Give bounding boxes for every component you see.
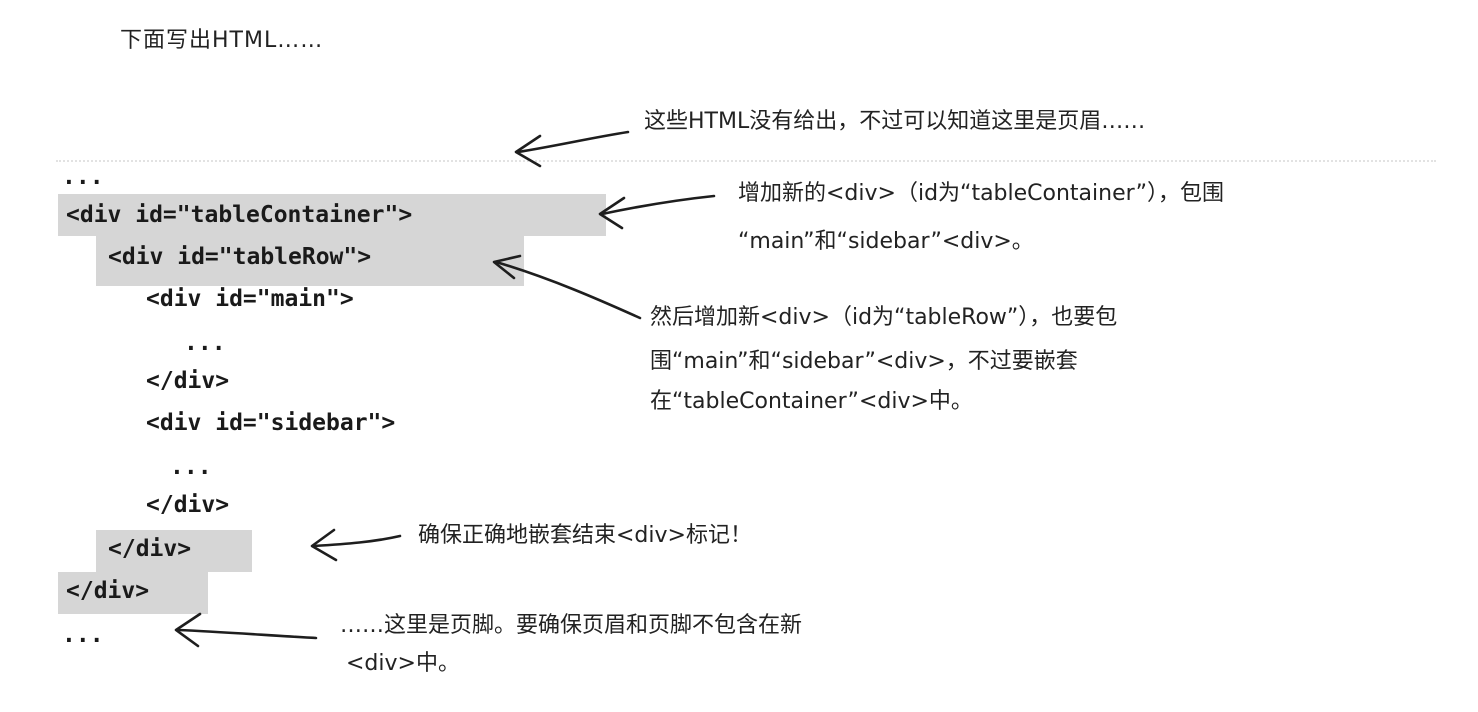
arrow-footer [174,612,318,648]
note-footer-line-1: ……这里是页脚。要确保页眉和页脚不包含在新 [340,613,803,638]
code-line-sidebar-open: <div id="sidebar"> [146,410,396,436]
arrow-table-row [492,254,642,320]
code-line-main-close: </div> [146,368,230,394]
note-footer-line-2: <div>中。 [346,651,460,676]
highlight-table-row-open [96,236,524,286]
note-table-container-line-1: 增加新的<div>（id为“tableContainer”），包围 [738,181,1224,206]
arrow-table-container [598,194,716,230]
note-table-row-line-2: 围“main”和“sidebar”<div>，不过要嵌套 [650,349,1078,374]
highlight-table-container-open [58,194,606,236]
code-line-ellipsis-bottom: ... [62,622,104,648]
note-header: 这些HTML没有给出，不过可以知道这里是页眉…… [644,109,1146,134]
code-line-table-row-open: <div id="tableRow"> [108,244,372,270]
code-line-sidebar-ellipsis: ... [170,454,212,480]
code-line-main-open: <div id="main"> [146,286,354,312]
code-line-sidebar-close: </div> [146,492,230,518]
arrow-header [514,130,630,168]
highlight-table-row-close [96,530,252,572]
note-table-row-line-3: 在“tableContainer”<div>中。 [650,389,973,414]
note-table-row-line-1: 然后增加新<div>（id为“tableRow”），也要包 [650,305,1118,330]
note-table-container-line-2: “main”和“sidebar”<div>。 [738,229,1034,254]
code-line-main-ellipsis: ... [184,330,226,356]
code-line-table-container-close: </div> [66,578,150,604]
highlight-table-container-close [58,572,208,614]
page-heading: 下面写出HTML…… [120,28,324,53]
code-line-ellipsis-top: ... [62,164,104,190]
note-closing: 确保正确地嵌套结束<div>标记！ [418,523,752,548]
arrow-closing [310,528,402,562]
code-line-table-row-close: </div> [108,536,192,562]
faint-divider [56,160,1436,166]
code-line-table-container-open: <div id="tableContainer"> [66,202,413,228]
